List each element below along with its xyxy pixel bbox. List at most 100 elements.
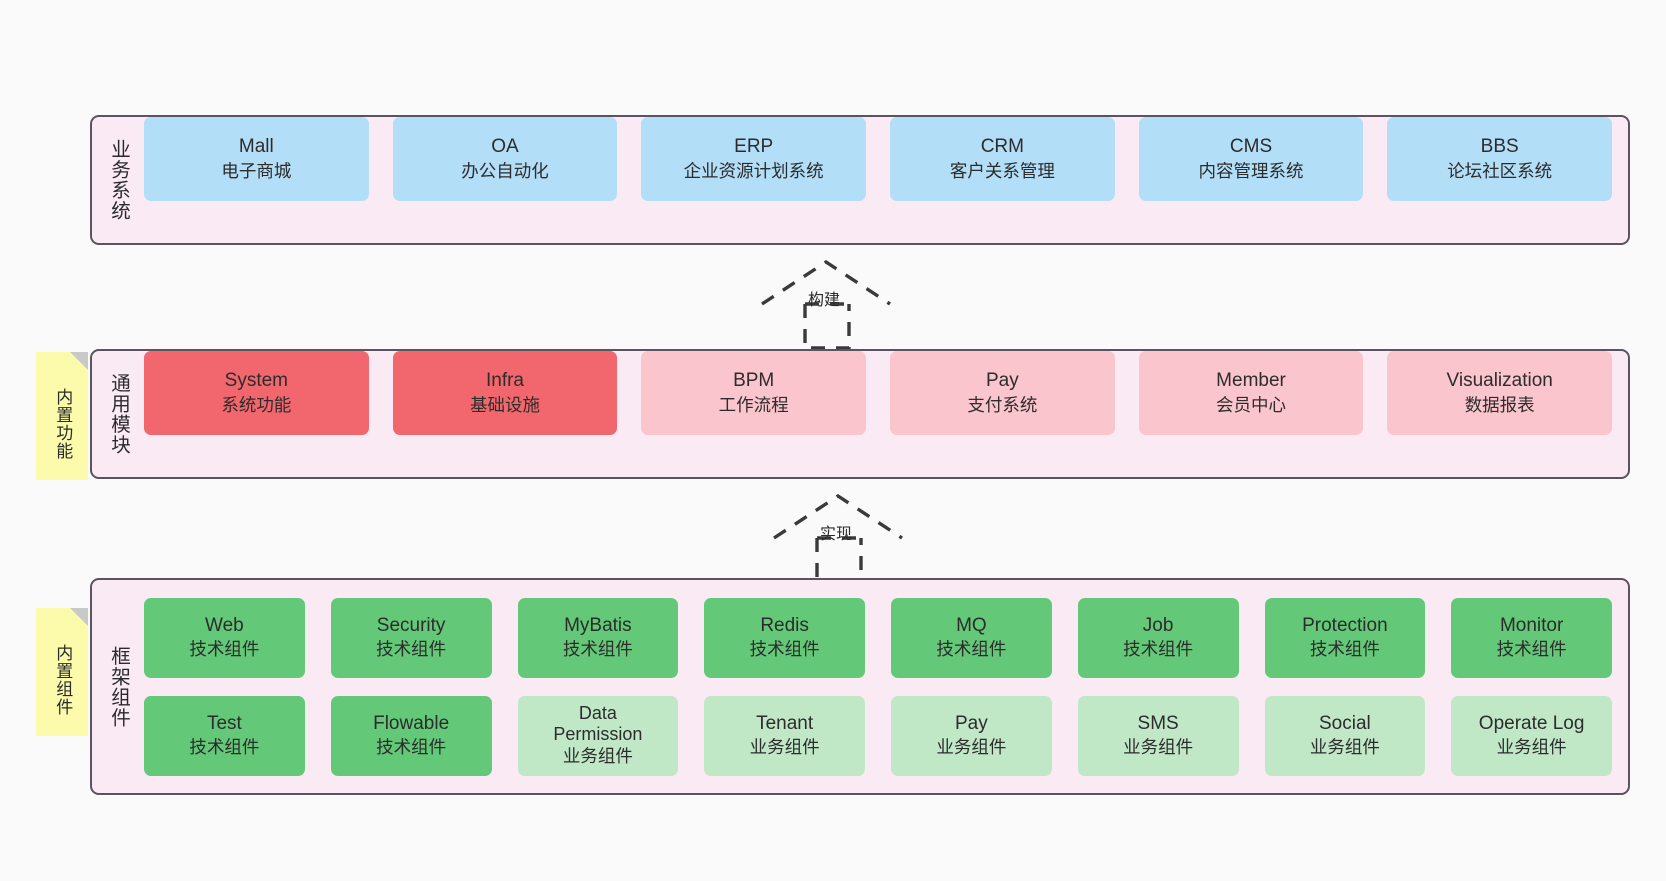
note-fold-corner-icon [70, 608, 88, 626]
card-en-label: CMS [1229, 136, 1273, 158]
framework-biz-row: Test 技术组件 Flowable 技术组件 Data Permission … [144, 695, 1612, 776]
business-card-oa[interactable]: OA 办公自动化 [392, 117, 618, 201]
card-cn-label: 技术组件 [189, 639, 260, 660]
card-cn-label: 数据报表 [1464, 394, 1535, 415]
framework-grid: Web 技术组件 Security 技术组件 MyBatis 技术组件 Redi… [144, 584, 1612, 790]
framework-card-mybatis[interactable]: MyBatis 技术组件 [517, 597, 679, 678]
card-cn-label: 技术组件 [1496, 639, 1567, 660]
card-cn-label: 基础设施 [470, 394, 540, 415]
connector-build-label: 构建 [808, 292, 841, 309]
module-card-system[interactable]: System 系统功能 [144, 351, 369, 435]
card-cn-label: 技术组件 [749, 639, 820, 660]
card-cn-label: 业务组件 [936, 737, 1007, 758]
build-arrowhead-outline [761, 259, 891, 306]
note-builtin-component-label: 内置组件 [53, 644, 73, 716]
card-en-label: Flowable [373, 712, 450, 734]
card-cn-label: 技术组件 [189, 737, 260, 758]
note-builtin-component: 内置组件 [36, 608, 88, 736]
framework-tech-row: Web 技术组件 Security 技术组件 MyBatis 技术组件 Redi… [144, 597, 1612, 678]
card-cn-label: 技术组件 [1123, 639, 1194, 660]
business-card-cms[interactable]: CMS 内容管理系统 [1138, 117, 1364, 201]
card-cn-label: 会员中心 [1216, 394, 1287, 415]
framework-card-monitor[interactable]: Monitor 技术组件 [1451, 597, 1612, 678]
business-card-erp[interactable]: ERP 企业资源计划系统 [641, 117, 867, 201]
module-card-visualization[interactable]: Visualization 数据报表 [1387, 351, 1613, 435]
card-en-label: Member [1216, 370, 1286, 392]
framework-card-pay[interactable]: Pay 业务组件 [891, 695, 1052, 776]
card-en-label: Test [206, 712, 242, 734]
layer-title-module: 通用模块 [107, 373, 130, 455]
card-cn-label: 技术组件 [936, 639, 1007, 660]
layer-business-system: 业务系统 Mall 电子商城 OA 办公自动化 ERP 企业资源计划系统 CRM… [90, 115, 1630, 245]
framework-card-redis[interactable]: Redis 技术组件 [704, 597, 865, 678]
card-en-label: Tenant [756, 712, 814, 734]
card-en-label: BPM [733, 370, 775, 392]
card-cn-label: 电子商城 [221, 160, 292, 181]
card-cn-label: 支付系统 [967, 394, 1038, 415]
business-card-crm[interactable]: CRM 客户关系管理 [890, 117, 1115, 201]
card-en-label: Infra [485, 370, 525, 392]
framework-card-mq[interactable]: MQ 技术组件 [891, 597, 1052, 678]
framework-card-protection[interactable]: Protection 技术组件 [1264, 597, 1426, 678]
card-en-label: Monitor [1499, 614, 1564, 636]
card-en-label: Data Permission [553, 702, 643, 745]
note-builtin-function: 内置功能 [36, 352, 88, 480]
card-en-label: Security [376, 614, 446, 636]
card-cn-label: 业务组件 [1309, 737, 1380, 758]
card-cn-label: 内容管理系统 [1198, 160, 1304, 181]
card-cn-label: 技术组件 [376, 639, 447, 660]
card-en-label: Redis [760, 614, 809, 636]
implement-arrowhead-outline [773, 493, 903, 540]
card-en-label: BBS [1480, 136, 1519, 158]
card-cn-label: 业务组件 [1123, 737, 1194, 758]
business-card-bbs[interactable]: BBS 论坛社区系统 [1387, 117, 1613, 201]
card-cn-label: 企业资源计划系统 [683, 160, 824, 181]
module-card-bpm[interactable]: BPM 工作流程 [641, 351, 867, 435]
module-card-pay[interactable]: Pay 支付系统 [890, 351, 1115, 435]
connector-build: 构建 [760, 258, 910, 350]
card-cn-label: 技术组件 [1309, 639, 1380, 660]
framework-body: Web 技术组件 Security 技术组件 MyBatis 技术组件 Redi… [144, 580, 1628, 793]
framework-card-social[interactable]: Social 业务组件 [1264, 695, 1426, 776]
module-card-row: System 系统功能 Infra 基础设施 BPM 工作流程 Pay 支付系统… [144, 351, 1628, 435]
framework-card-tenant[interactable]: Tenant 业务组件 [704, 695, 865, 776]
card-cn-label: 业务组件 [1496, 737, 1567, 758]
framework-card-test[interactable]: Test 技术组件 [144, 695, 305, 776]
card-en-label: Mall [238, 136, 274, 158]
card-en-label: Operate Log [1478, 712, 1585, 734]
layer-title-business: 业务系统 [107, 139, 130, 221]
card-en-label: Protection [1302, 614, 1388, 636]
card-en-label: OA [491, 136, 519, 158]
framework-card-job[interactable]: Job 技术组件 [1077, 597, 1239, 678]
card-en-label: Job [1142, 614, 1174, 636]
card-cn-label: 业务组件 [562, 746, 633, 767]
card-en-label: MQ [956, 614, 987, 636]
card-en-label: ERP [734, 136, 774, 158]
card-cn-label: 技术组件 [562, 639, 633, 660]
business-card-mall[interactable]: Mall 电子商城 [144, 117, 369, 201]
card-cn-label: 系统功能 [221, 394, 292, 415]
layer-title-framework: 框架组件 [107, 645, 130, 728]
card-en-label: System [224, 370, 289, 392]
module-card-member[interactable]: Member 会员中心 [1138, 351, 1364, 435]
note-builtin-function-label: 内置功能 [53, 388, 73, 460]
framework-card-operate-log[interactable]: Operate Log 业务组件 [1451, 695, 1612, 776]
layer-common-module: 通用模块 System 系统功能 Infra 基础设施 BPM 工作流程 Pay… [90, 349, 1630, 479]
implement-arrow-shaft [815, 538, 863, 584]
module-card-infra[interactable]: Infra 基础设施 [392, 351, 618, 435]
business-card-row: Mall 电子商城 OA 办公自动化 ERP 企业资源计划系统 CRM 客户关系… [144, 117, 1628, 201]
framework-card-flowable[interactable]: Flowable 技术组件 [330, 695, 492, 776]
note-fold-corner-icon [70, 352, 88, 370]
framework-card-data-permission[interactable]: Data Permission 业务组件 [517, 695, 679, 776]
card-en-label: Social [1319, 712, 1371, 734]
framework-card-security[interactable]: Security 技术组件 [330, 597, 492, 678]
card-en-label: CRM [980, 136, 1024, 158]
card-en-label: Pay [955, 712, 988, 734]
card-en-label: Visualization [1446, 370, 1553, 392]
connector-implement-label: 实现 [820, 526, 853, 543]
card-en-label: Web [205, 614, 244, 636]
framework-card-web[interactable]: Web 技术组件 [144, 597, 305, 678]
card-cn-label: 办公自动化 [461, 160, 549, 181]
card-en-label: SMS [1137, 712, 1179, 734]
framework-card-sms[interactable]: SMS 业务组件 [1077, 695, 1239, 776]
